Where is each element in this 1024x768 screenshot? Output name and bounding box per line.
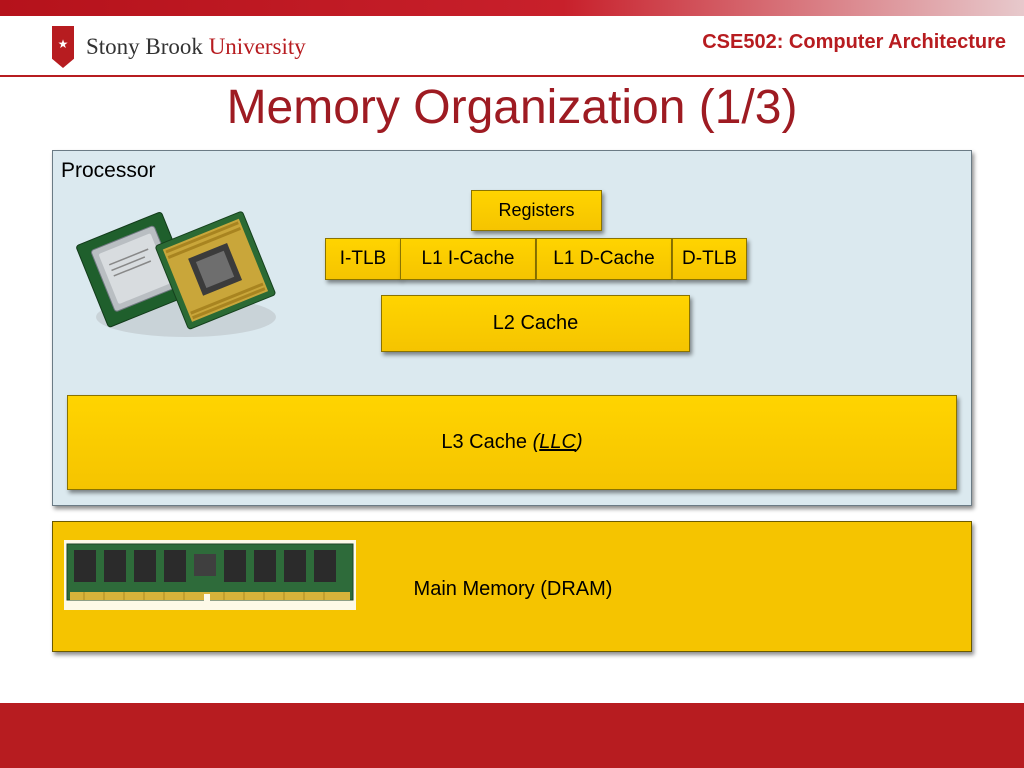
course-title: CSE502: Computer Architecture — [702, 31, 1006, 53]
l3-cache-box: L3 Cache (LLC) — [67, 395, 957, 490]
itlb-label: I-TLB — [339, 248, 387, 269]
llc-label: LLC — [539, 431, 576, 453]
logo-name: Stony Brook — [86, 34, 203, 59]
itlb-box: I-TLB — [325, 238, 401, 280]
main-memory-label: Main Memory (DRAM) — [413, 578, 613, 600]
slide-title: Memory Organization (1/3) — [226, 81, 798, 134]
logo-text: Stony Brook University — [86, 34, 306, 60]
logo-university: University — [208, 34, 306, 59]
l2-cache-label: L2 Cache — [492, 312, 579, 334]
registers-box: Registers — [471, 190, 602, 231]
l2-cache-box: L2 Cache — [381, 295, 690, 352]
university-logo: ★ Stony Brook University — [52, 26, 306, 68]
l1-icache-box: L1 I-Cache — [400, 238, 536, 280]
dtlb-box: D-TLB — [672, 238, 747, 280]
dtlb-label: D-TLB — [682, 248, 737, 269]
header-divider — [0, 75, 1024, 77]
l3-cache-prefix: L3 Cache — [441, 431, 527, 453]
dram-module-image — [64, 540, 356, 610]
cpu-chip-image — [76, 211, 276, 337]
shield-icon: ★ — [52, 26, 74, 68]
l1-icache-label: L1 I-Cache — [421, 248, 515, 269]
l1-dcache-label: L1 D-Cache — [553, 248, 655, 269]
l3-cache-label: L3 Cache (LLC) — [441, 431, 583, 453]
l1-dcache-box: L1 D-Cache — [536, 238, 672, 280]
bottom-color-band — [0, 703, 1024, 768]
top-color-band — [0, 0, 1024, 16]
registers-label: Registers — [498, 200, 575, 220]
processor-label: Processor — [61, 159, 156, 182]
